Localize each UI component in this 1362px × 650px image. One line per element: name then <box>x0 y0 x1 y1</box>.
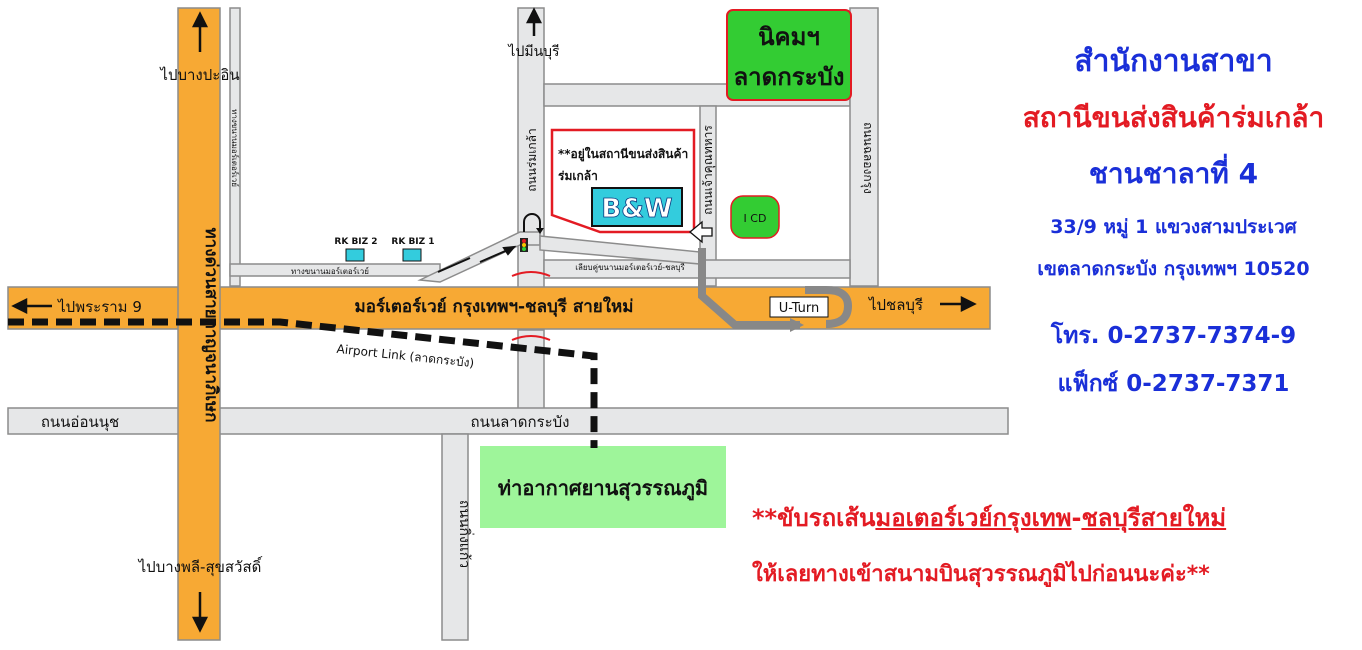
icd-box <box>730 195 780 239</box>
label-to-min-buri: ไปมีนบุรี <box>507 43 560 60</box>
arrow-left-icon <box>11 297 52 315</box>
label-frontage-right: เลียบคู่ขนานมอร์เตอร์เวย์-ชลบุรี <box>575 262 685 273</box>
info-platform: ชานชาลาที่ 4 <box>1088 157 1259 190</box>
info-title: สำนักงานสาขา <box>1074 44 1273 79</box>
traffic-light-icon <box>520 213 544 252</box>
estate-label-1: นิคมฯ <box>758 23 820 51</box>
label-frontage-left: ทางขนานมอร์เตอร์เวย์ <box>291 266 369 276</box>
label-romklao-road: ถนนร่มเกล้า <box>525 128 539 192</box>
arrow-down-icon <box>191 592 209 633</box>
airport-box <box>480 446 726 528</box>
note-prefix: **ขับรถเส้น <box>752 504 876 532</box>
u-turn-badge <box>769 296 829 318</box>
label-chalong-krung: ถนนฉลองกรุง <box>860 122 875 194</box>
note-underlined: มอเตอร์เวย์กรุงเทพ <box>875 504 1072 532</box>
label-lat-krabang-rd: ถนนลาดกระบัง <box>471 413 570 431</box>
label-chaokhun-thahan: ถนนเจ้าคุณทหาร <box>701 125 716 215</box>
label-on-nut: ถนนอ่อนนุช <box>41 413 119 432</box>
rk-biz-1-label: RK BIZ 1 <box>391 237 434 247</box>
u-turn-route <box>698 248 853 329</box>
label-expressway: ทางด่วนสายกาญจนาภิเษก <box>201 227 221 422</box>
info-address-1: 33/9 หมู่ 1 แขวงสามประเวศ <box>1050 216 1297 238</box>
info-tel: โทร. 0-2737-7374-9 <box>1050 323 1297 349</box>
airport-label: ท่าอากาศยานสุวรรณภูมิ <box>498 476 708 502</box>
info-fax: แฟ็กซ์ 0-2737-7371 <box>1057 371 1290 397</box>
estate-label-2: ลาดกระบัง <box>733 63 844 91</box>
u-turn-arrowhead <box>790 318 804 332</box>
info-address-2: เขตลาดกระบัง กรุงเทพฯ 10520 <box>1037 258 1310 280</box>
entry-arrow-icon <box>688 220 713 244</box>
arrow-up-icon-2 <box>525 7 543 36</box>
info-station: สถานีขนส่งสินค้าร่มเกล้า <box>1022 101 1325 134</box>
bw-label: B&W <box>601 194 672 224</box>
label-airport-link: Airport Link (ลาดกระบัง) <box>336 342 475 370</box>
note-dash: - <box>1071 504 1082 532</box>
icd-label: I CD <box>744 212 767 225</box>
label-service-road: ทางขนานมอร์เตอร์เวย์ <box>230 109 240 187</box>
arrow-right-icon <box>940 295 977 313</box>
minor-roads <box>7 7 1009 641</box>
station-note-2: ร่มเกล้า <box>558 169 598 183</box>
driving-note-1: **ขับรถเส้นมอเตอร์เวย์กรุงเทพ-ชลบุรีสายใ… <box>752 498 1226 537</box>
airport-link-line <box>8 318 598 448</box>
label-motorway: มอร์เตอร์เวย์ กรุงเทพฯ-ชลบุรี สายใหม่ <box>355 296 634 317</box>
rk-biz-2-label: RK BIZ 2 <box>334 237 377 247</box>
label-to-chonburi: ไปชลบุรี <box>868 296 923 315</box>
estate-box <box>726 9 852 101</box>
label-king-kaeo: ถนนกิ่งแก้ว <box>456 500 474 568</box>
note-underlined-2: ชลบุรีสายใหม่ <box>1081 504 1227 532</box>
ramp-arrows <box>437 245 517 273</box>
label-to-bang-phli: ไปบางพลี-สุขสวัสดิ์ <box>138 556 264 577</box>
station-note-1: **อยู่ในสถานีขนส่งสินค้า <box>558 146 688 162</box>
rk-biz-2-box <box>345 248 365 262</box>
rk-biz-1-box <box>402 248 422 262</box>
red-markers <box>511 271 551 341</box>
label-to-bang-pa-in: ไปบางปะอิน <box>159 66 239 84</box>
u-turn-label: U-Turn <box>779 301 820 316</box>
driving-note-2: ให้เลยทางเข้าสนามบินสุวรรณภูมิไปก่อนนะค่… <box>752 562 1210 587</box>
label-to-rama9: ไปพระราม 9 <box>57 298 142 316</box>
bw-box <box>591 187 683 227</box>
arrow-up-icon-1 <box>191 11 209 52</box>
